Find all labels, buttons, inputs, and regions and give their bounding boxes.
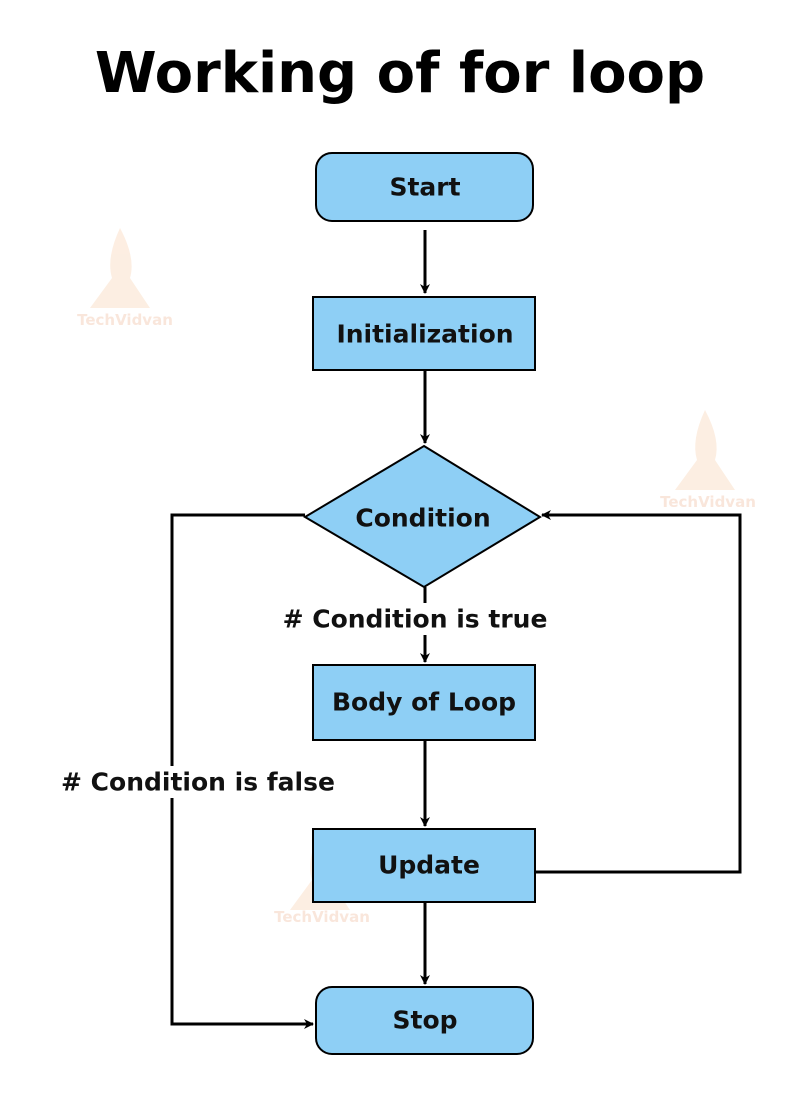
node-body-of-loop: Body of Loop (312, 664, 536, 741)
watermark-text: TechVidvan (274, 908, 370, 926)
arrow-update-condition-loop (535, 510, 742, 874)
node-stop-label: Stop (392, 1006, 457, 1035)
node-start-label: Start (389, 173, 460, 202)
node-start: Start (315, 152, 534, 222)
watermark-text: TechVidvan (660, 493, 756, 511)
node-condition-label: Condition (355, 504, 490, 533)
node-stop: Stop (315, 986, 534, 1055)
page-title: Working of for loop (95, 41, 705, 106)
node-initialization-label: Initialization (336, 320, 513, 349)
edge-label-false: # Condition is false (61, 768, 335, 797)
node-update-label: Update (378, 851, 480, 880)
node-condition: Condition (303, 444, 542, 589)
node-update: Update (312, 828, 536, 903)
watermark-text: TechVidvan (77, 311, 173, 329)
node-body-label: Body of Loop (332, 688, 516, 717)
node-initialization: Initialization (312, 296, 536, 371)
watermark-logo: TechVidvan (660, 410, 756, 511)
watermark-logo: TechVidvan (77, 228, 173, 329)
edge-label-true: # Condition is true (283, 605, 548, 634)
